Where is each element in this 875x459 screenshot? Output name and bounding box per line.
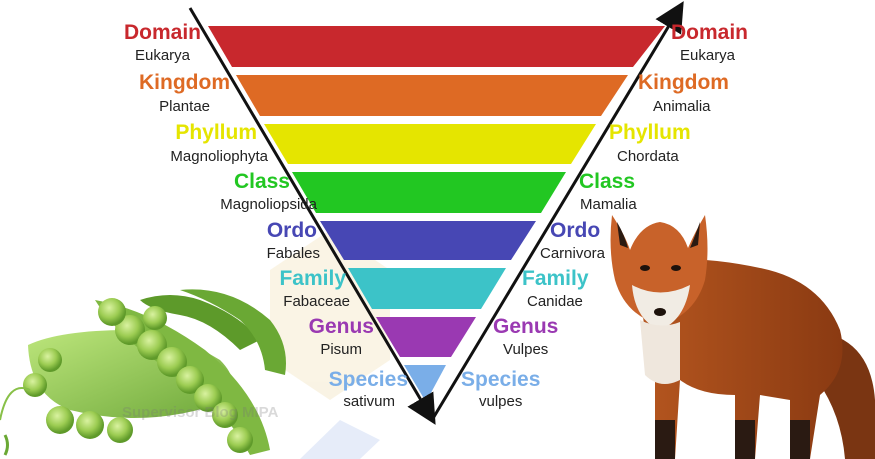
animal-value-family: Canidae [527, 294, 583, 309]
band-class [292, 172, 566, 213]
plant-rank-kingdom: Kingdom [139, 72, 230, 93]
animal-rank-family: Family [522, 268, 589, 289]
plant-value-phylum: Magnoliophyta [170, 149, 268, 164]
plant-rank-domain: Domain [124, 22, 201, 43]
band-phylum [264, 124, 596, 164]
plant-value-family: Fabaceae [283, 294, 350, 309]
animal-value-kingdom: Animalia [653, 99, 711, 114]
watermark-text: Supervisor Blog MIPA [122, 404, 278, 421]
animal-rank-species: Species [461, 369, 540, 390]
plant-value-ordo: Fabales [267, 246, 320, 261]
animal-value-class: Mamalia [580, 197, 637, 212]
plant-rank-species: Species [329, 369, 408, 390]
fox-icon [611, 215, 875, 459]
animal-value-phylum: Chordata [617, 149, 679, 164]
plant-value-kingdom: Plantae [159, 99, 210, 114]
band-kingdom [236, 75, 628, 116]
animal-rank-ordo: Ordo [550, 220, 600, 241]
band-family [348, 268, 506, 309]
plant-value-class: Magnoliopsida [220, 197, 317, 212]
pea-pod-icon [0, 289, 286, 455]
band-domain [208, 26, 665, 67]
animal-rank-class: Class [579, 171, 635, 192]
animal-value-species: vulpes [479, 394, 522, 409]
plant-rank-genus: Genus [309, 316, 374, 337]
animal-rank-genus: Genus [493, 316, 558, 337]
plant-value-species: sativum [343, 394, 395, 409]
plant-value-domain: Eukarya [135, 48, 190, 63]
plant-rank-family: Family [279, 268, 346, 289]
animal-rank-domain: Domain [671, 22, 748, 43]
plant-rank-ordo: Ordo [267, 220, 317, 241]
plant-rank-class: Class [234, 171, 290, 192]
plant-value-genus: Pisum [320, 342, 362, 357]
animal-value-domain: Eukarya [680, 48, 735, 63]
animal-rank-phylum: Phyllum [609, 122, 691, 143]
animal-value-genus: Vulpes [503, 342, 548, 357]
band-ordo [320, 221, 536, 260]
animal-value-ordo: Carnivora [540, 246, 605, 261]
plant-rank-phylum: Phyllum [175, 122, 257, 143]
animal-rank-kingdom: Kingdom [638, 72, 729, 93]
